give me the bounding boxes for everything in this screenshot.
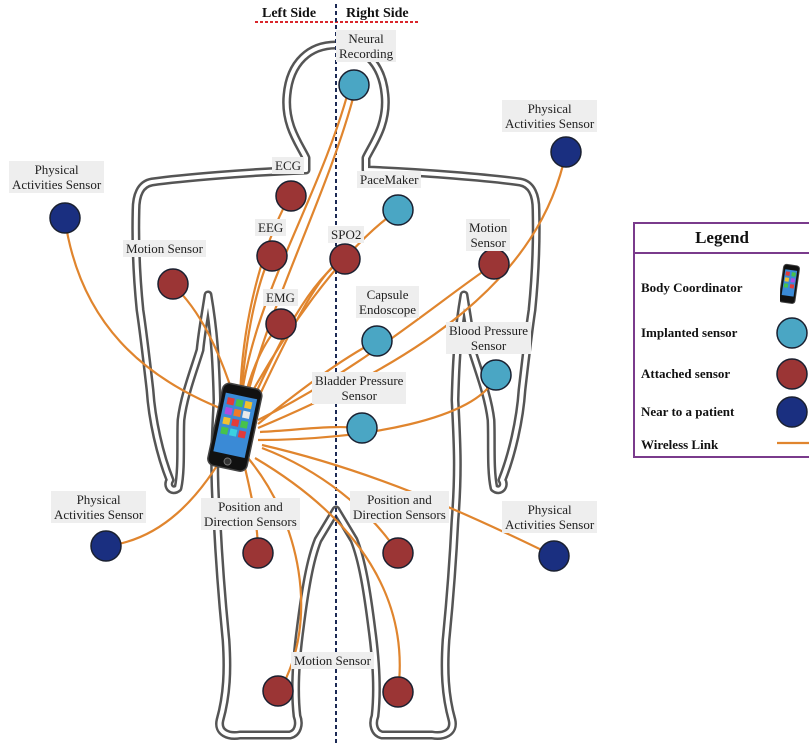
label-spo2: SPO2: [328, 226, 365, 243]
attached-sensor-icon: [776, 358, 808, 390]
link-blood: [257, 374, 498, 442]
legend-label-implanted: Implanted sensor: [641, 325, 738, 340]
node-emg: [265, 308, 297, 340]
legend-box: Legend Body Coordinator Implanted sensor…: [633, 222, 809, 458]
link-position-right: [261, 446, 399, 554]
sensor-nodes: [49, 69, 582, 708]
node-position-right: [382, 537, 414, 569]
node-motion-bottom-right: [382, 676, 414, 708]
link-neural: [238, 84, 352, 411]
label-eeg: EEG: [255, 219, 287, 236]
node-motion-bottom-left: [262, 675, 294, 707]
node-pa-top-right: [550, 136, 582, 168]
link-pacemaker: [244, 209, 399, 406]
link-pa-top-left: [63, 219, 239, 417]
label-emg: EMG: [263, 289, 298, 306]
right-side-label: Right Side: [346, 6, 409, 21]
link-ecg: [238, 195, 291, 411]
node-capsule-endoscope: [361, 325, 393, 357]
legend-title: Legend: [635, 224, 809, 254]
link-bladder: [259, 425, 362, 434]
wireless-link-icon: [777, 441, 809, 445]
label-pacemaker: PaceMaker: [357, 171, 422, 188]
label-motion-bottom: Motion Sensor: [291, 652, 374, 669]
node-bladder-pressure: [346, 412, 378, 444]
label-ecg: ECG: [272, 157, 304, 174]
legend-label-attached: Attached sensor: [641, 366, 731, 381]
node-neural-recording: [338, 69, 370, 101]
node-motion-left: [157, 268, 189, 300]
legend-label-near: Near to a patient: [641, 404, 735, 419]
link-motion-bottom-right: [254, 457, 401, 693]
node-ecg: [275, 180, 307, 212]
node-pa-top-left: [49, 202, 81, 234]
node-pa-bottom-left: [90, 530, 122, 562]
legend-label-wireless-link: Wireless Link: [641, 437, 719, 452]
implanted-sensor-icon: [776, 317, 808, 349]
node-blood-pressure: [480, 359, 512, 391]
phone-icon: [780, 263, 800, 304]
label-motion-left: Motion Sensor: [123, 240, 206, 257]
left-side-label: Left Side: [262, 6, 317, 21]
node-motion-right: [478, 248, 510, 280]
link-motion-right: [257, 263, 495, 421]
legend-label-body-coordinator: Body Coordinator: [641, 280, 743, 295]
node-position-left: [242, 537, 274, 569]
node-eeg: [256, 240, 288, 272]
node-pacemaker: [382, 194, 414, 226]
body-coordinator-phone: [207, 382, 263, 472]
near-patient-sensor-icon: [776, 396, 808, 428]
node-spo2: [329, 243, 361, 275]
node-pa-bottom-right: [538, 540, 570, 572]
